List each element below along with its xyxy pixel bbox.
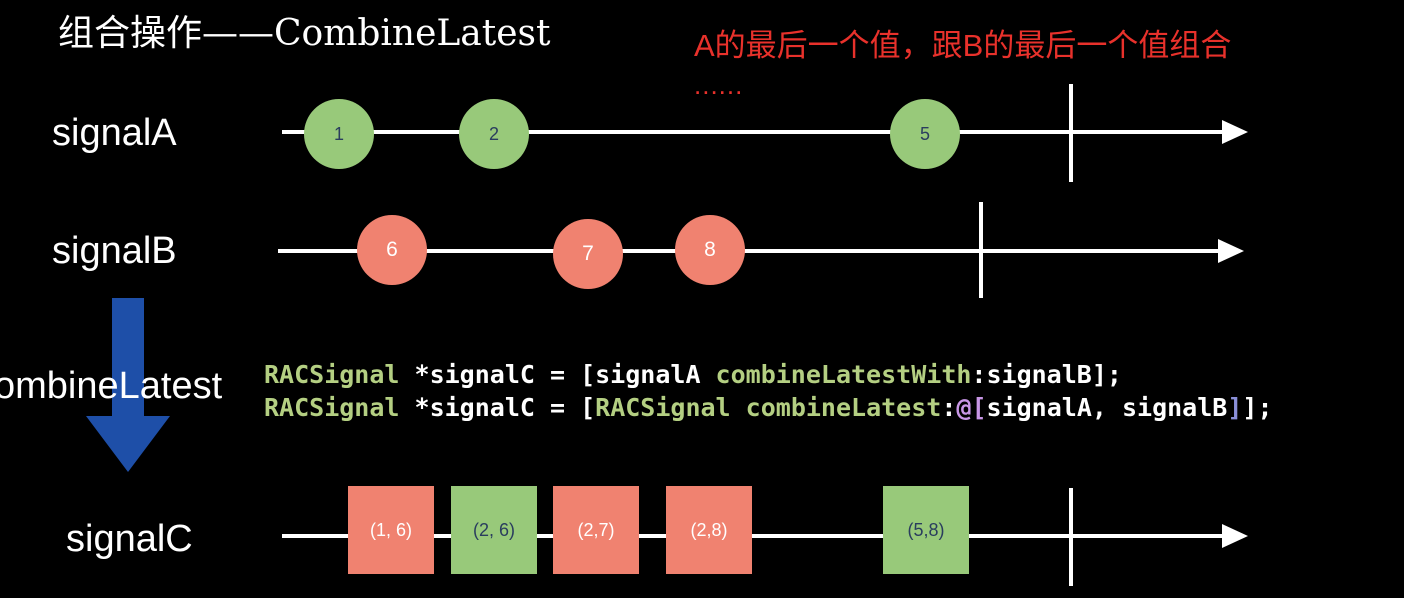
signal-b-timeline <box>278 249 1223 253</box>
code-token-end: ]; <box>1242 393 1273 422</box>
signal-b-label: signalB <box>52 230 177 272</box>
signal-c-event-3: (2,7) <box>553 486 639 574</box>
signal-c-event-1: (1, 6) <box>348 486 434 574</box>
signal-c-label: signalC <box>66 518 193 560</box>
code-token-method: combineLatestWith <box>715 360 972 389</box>
signal-c-arrowhead <box>1222 524 1248 548</box>
signal-a-completion-bar <box>1069 84 1073 182</box>
annotation-note: A的最后一个值，跟B的最后一个值组合 <box>694 28 1232 63</box>
signal-a-event-3: 5 <box>890 99 960 169</box>
operator-arrow-shaft <box>112 298 144 418</box>
code-token-type: RACSignal <box>264 393 400 422</box>
code-token-colon: : <box>941 393 957 422</box>
signal-a-event-1: 1 <box>304 99 374 169</box>
signal-a-event-2: 2 <box>459 99 529 169</box>
signal-b-event-1: 6 <box>357 215 427 285</box>
signal-c-timeline <box>282 534 1227 538</box>
signal-c-event-5: (5,8) <box>883 486 969 574</box>
signal-a-timeline <box>282 130 1227 134</box>
code-token-text: *signalC = [ <box>399 393 596 422</box>
operator-label: ombineLatest <box>0 365 223 407</box>
code-token-text: :signalB]; <box>971 360 1122 389</box>
page-title: 组合操作——CombineLatest <box>58 13 551 54</box>
code-token-method: combineLatest <box>745 393 942 422</box>
code-token-bracket: ] <box>1227 393 1243 422</box>
signal-b-event-3: 8 <box>675 215 745 285</box>
code-token-type: RACSignal <box>264 360 400 389</box>
signal-b-event-2: 7 <box>553 219 623 289</box>
signal-c-event-2: (2, 6) <box>451 486 537 574</box>
code-line-2: RACSignal *signalC = [RACSignal combineL… <box>264 393 1273 422</box>
signal-b-completion-bar <box>979 202 983 298</box>
signal-a-arrowhead <box>1222 120 1248 144</box>
code-token-text: *signalC = [signalA <box>399 360 716 389</box>
down-arrow-icon <box>86 416 170 472</box>
code-token-class: RACSignal <box>595 393 731 422</box>
signal-c-event-4: (2,8) <box>666 486 752 574</box>
signal-b-arrowhead <box>1218 239 1244 263</box>
signal-c-completion-bar <box>1069 488 1073 586</box>
code-line-1: RACSignal *signalC = [signalA combineLat… <box>264 360 1122 389</box>
signal-a-label: signalA <box>52 112 177 154</box>
code-token-space <box>731 393 746 422</box>
code-token-array-literal: @[ <box>956 393 987 422</box>
annotation-ellipsis: ...... <box>694 70 744 100</box>
code-token-args: signalA, signalB <box>986 393 1228 422</box>
